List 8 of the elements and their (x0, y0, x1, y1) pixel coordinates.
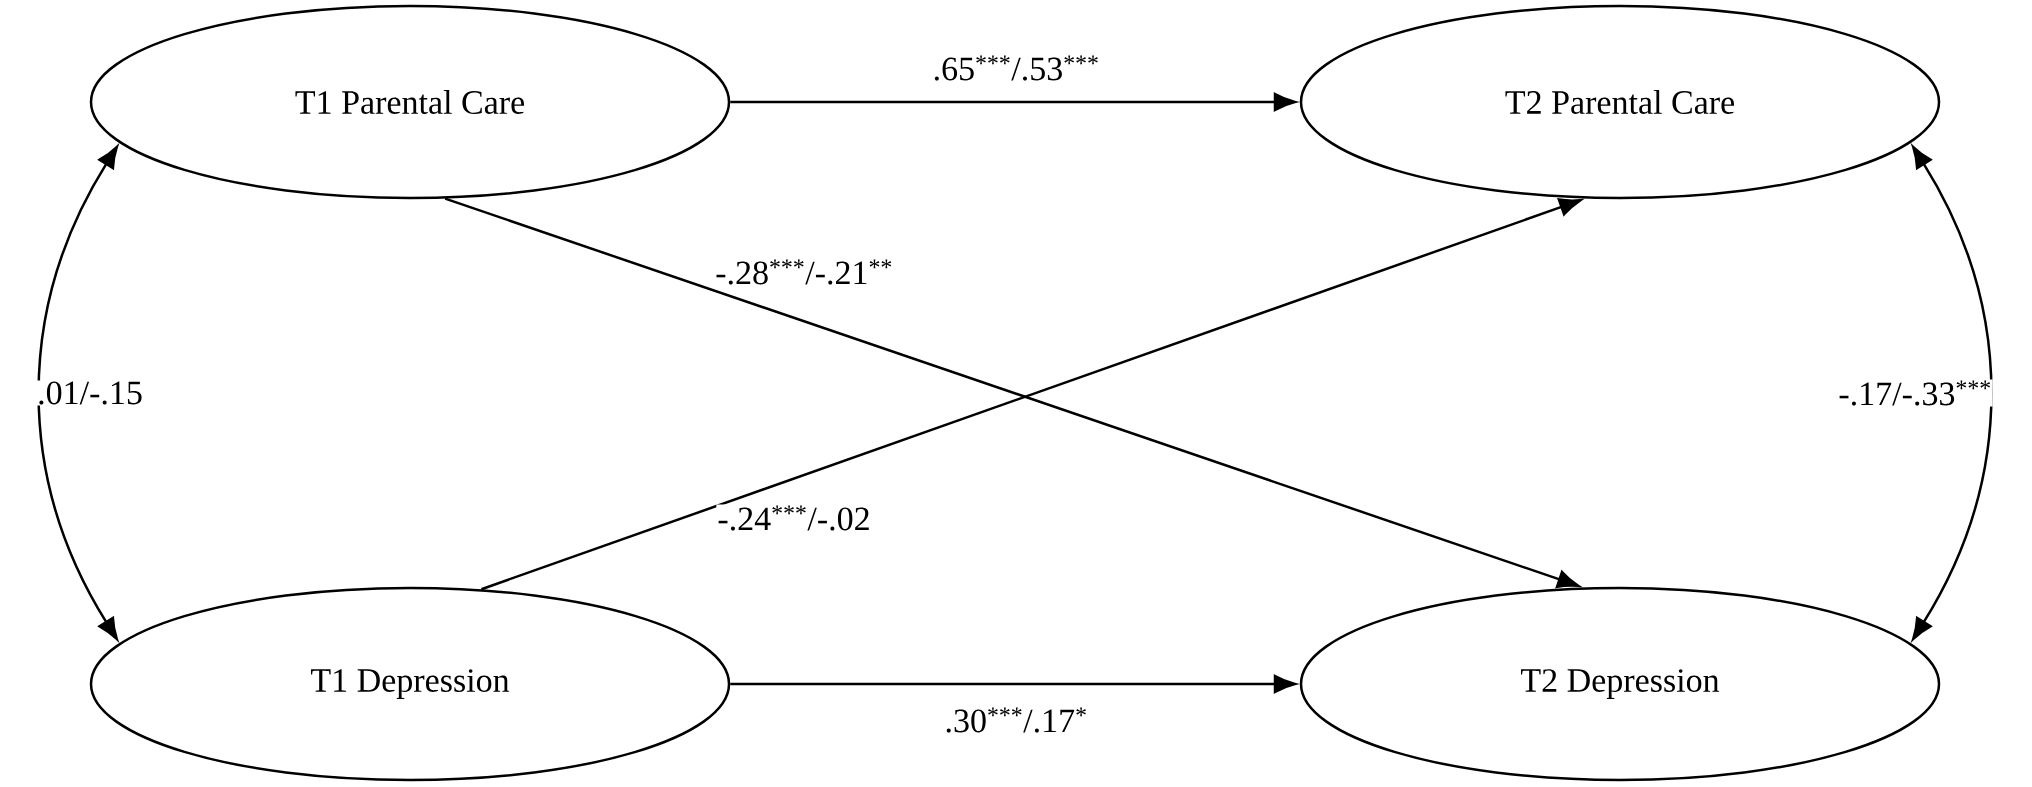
edge-label: -.17/-.33$^{***}$ (1837, 379, 1993, 407)
edge-label: .65$^{***}$/.53$^{***}$ (931, 54, 1101, 82)
edge-label: .01/-.15 (36, 380, 144, 406)
arrow (1912, 145, 1993, 641)
edge-label: -.24$^{***}$/-.02 (716, 504, 872, 532)
edge-label: -.28$^{***}$/-.21$^{**}$ (714, 258, 894, 286)
arrow (37, 145, 118, 641)
edge-label: .30$^{***}$/.17$^{*}$ (943, 706, 1089, 734)
